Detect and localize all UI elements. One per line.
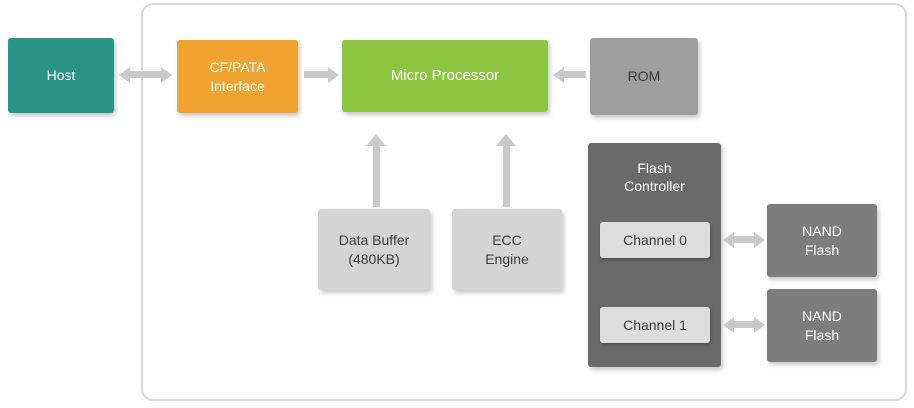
arrow-left-head-icon xyxy=(723,316,734,333)
cf-pata-interface-block: CF/PATA Interface xyxy=(177,40,298,113)
flash-controller-label-line2: Controller xyxy=(624,178,685,195)
nand-flash-0-block: NAND Flash xyxy=(767,204,877,277)
host-label: Host xyxy=(46,67,76,84)
arrow-left-head-icon xyxy=(553,66,564,83)
micro-processor-label: Micro Processor xyxy=(390,67,500,85)
nand-flash-1-block: NAND Flash xyxy=(767,289,877,362)
channel-0-block: Channel 0 xyxy=(600,222,710,258)
ecc-engine-label-line1: ECC xyxy=(492,232,522,249)
nand-flash-1-label-line1: NAND xyxy=(802,308,842,325)
data-buffer-label-line1: Data Buffer xyxy=(338,232,410,249)
arrow-right-head-icon xyxy=(161,66,172,83)
host-interface-bidirectional-arrow xyxy=(119,66,172,83)
cf-pata-label-line1: CF/PATA xyxy=(209,59,266,76)
buffer-to-processor-arrow xyxy=(366,134,386,207)
arrow-right-head-icon xyxy=(754,316,765,333)
flash-controller-label-line1: Flash xyxy=(637,160,672,176)
ecc-to-processor-arrow xyxy=(496,134,516,207)
rom-to-processor-arrow xyxy=(553,66,586,83)
rom-block: ROM xyxy=(590,38,698,115)
interface-to-processor-arrow xyxy=(304,66,339,83)
data-buffer-block: Data Buffer (480KB) xyxy=(318,209,430,290)
micro-processor-block: Micro Processor xyxy=(342,40,548,112)
nand-flash-0-label-line2: Flash xyxy=(804,241,840,258)
arrow-left-head-icon xyxy=(723,231,734,248)
channel-1-label: Channel 1 xyxy=(623,316,687,333)
arrow-left-head-icon xyxy=(119,66,130,83)
data-buffer-label-line2: (480KB) xyxy=(348,250,400,267)
arrow-up-head-icon xyxy=(366,134,386,146)
channel-1-block: Channel 1 xyxy=(600,307,710,343)
ecc-engine-block: ECC Engine xyxy=(452,209,562,290)
cf-pata-label-line2: Interface xyxy=(210,77,265,94)
nand-flash-0-label-line1: NAND xyxy=(802,223,842,240)
channel-0-label: Channel 0 xyxy=(623,231,687,248)
host-block: Host xyxy=(8,38,114,113)
channel1-nand-bidirectional-arrow xyxy=(723,316,765,333)
flash-controller-block: Flash Controller Channel 0 Channel 1 xyxy=(588,143,721,367)
arrow-right-head-icon xyxy=(328,66,339,83)
rom-label: ROM xyxy=(627,68,661,85)
channel0-nand-bidirectional-arrow xyxy=(723,231,765,248)
arrow-up-head-icon xyxy=(496,134,516,146)
nand-flash-1-label-line2: Flash xyxy=(804,326,840,343)
arrow-right-head-icon xyxy=(754,231,765,248)
ecc-engine-label-line2: Engine xyxy=(485,250,529,267)
